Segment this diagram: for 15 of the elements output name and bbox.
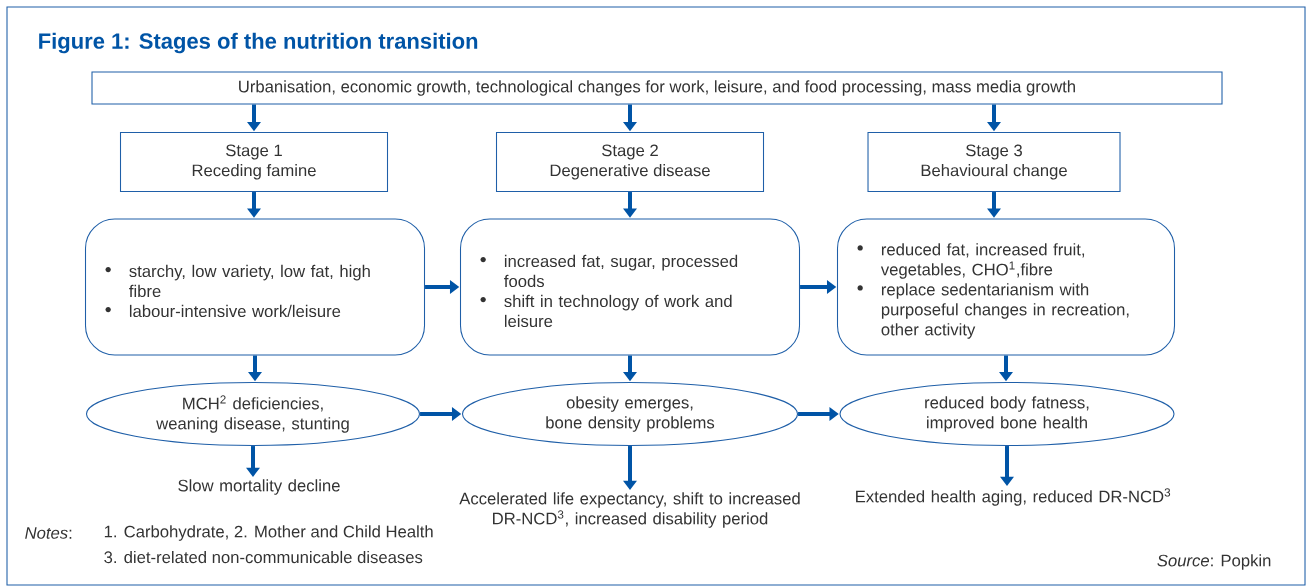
rounded-box: increased fat, sugar, processed foods shift in technology of work and leisure xyxy=(459,218,801,356)
process-box: Stage 2 Degenerative disease xyxy=(495,131,765,193)
rounded-box: starchy, low variety, low fat, high fibre labour-intensive work/leisure xyxy=(84,218,426,356)
note-text: 1. Carbohydrate, 2. Mother and Child Health xyxy=(104,525,433,541)
note-text: 3. diet-related non-communicable diseases xyxy=(104,550,423,564)
process-box: Urbanisation, economic growth, technological changes for work, leisure, and food processing, mass media growth xyxy=(91,71,1223,105)
result-text: Accelerated life expectancy, shift to increased DR-NCD$^{3}$, increased disability period xyxy=(459,492,800,528)
source-note: Source: Popkin xyxy=(1157,554,1271,570)
note-text: Notes: xyxy=(25,527,72,539)
figure-title: Figure 1: Stages of the nutrition transition xyxy=(39,32,478,54)
rounded-box: reduced fat, increased fruit, vegetables, CHO$^{1}$,fibre replace sedentarianism with purposeful changes in recreation, other activity xyxy=(836,218,1176,356)
process-box: Stage 3 Behavioural change xyxy=(867,131,1121,193)
process-box: Stage 1 Receding famine xyxy=(119,131,389,193)
result-text: Slow mortality decline xyxy=(178,479,340,495)
result-text: Extended health aging, reduced DR-NCD$^{3}$ xyxy=(856,488,1171,506)
